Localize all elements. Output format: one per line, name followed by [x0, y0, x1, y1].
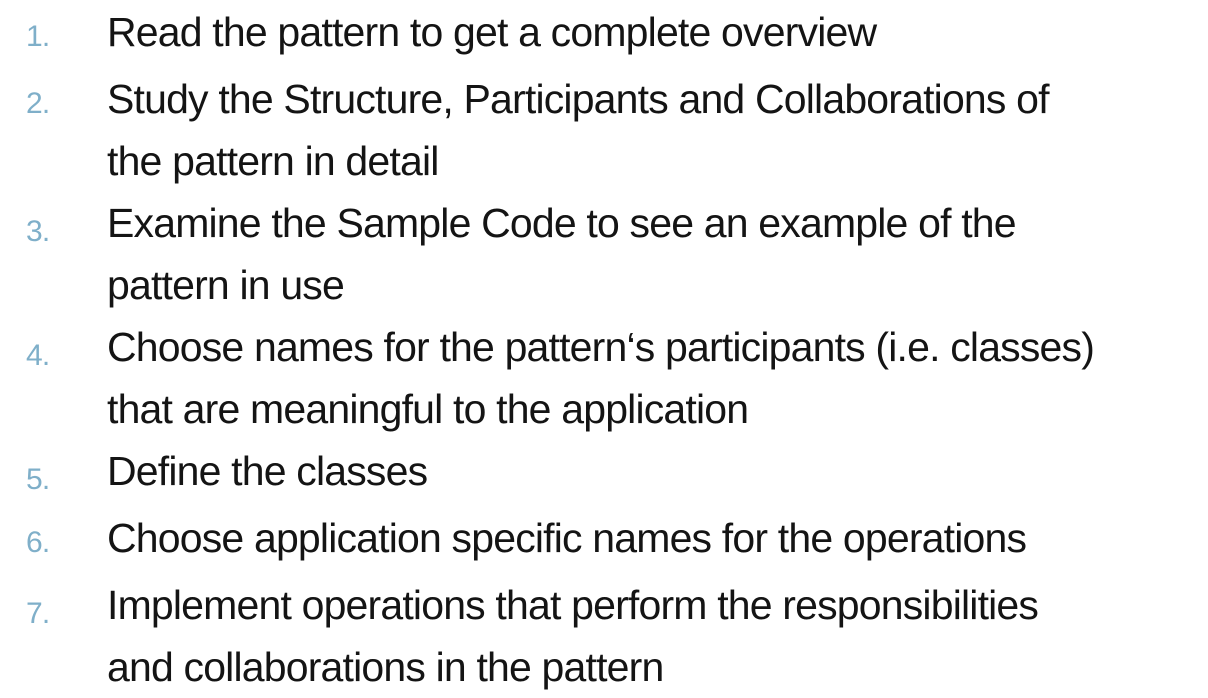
item-text: Define the classes: [107, 448, 428, 494]
item-number: 7.: [26, 597, 50, 630]
list-item: 7. Implement operations that perform the…: [0, 574, 1208, 698]
list-item: 2. Study the Structure, Participants and…: [0, 68, 1208, 192]
item-text: Read the pattern to get a complete overv…: [107, 9, 877, 55]
list-item: 1. Read the pattern to get a complete ov…: [0, 1, 1208, 68]
item-number: 1.: [26, 20, 50, 53]
list-item: 5. Define the classes: [0, 440, 1208, 507]
item-text: Implement operations that perform the re…: [107, 582, 1039, 690]
item-number: 5.: [26, 463, 50, 496]
item-text: Examine the Sample Code to see an exampl…: [107, 200, 1017, 308]
item-number: 6.: [26, 526, 50, 559]
item-number: 3.: [26, 215, 50, 248]
item-number: 2.: [26, 87, 50, 120]
item-text: Study the Structure, Participants and Co…: [107, 76, 1050, 184]
list-item: 4. Choose names for the pattern‘s partic…: [0, 316, 1208, 440]
item-number: 4.: [26, 339, 50, 372]
list-item: 3. Examine the Sample Code to see an exa…: [0, 192, 1208, 316]
item-text: Choose application specific names for th…: [107, 515, 1027, 561]
item-text: Choose names for the pattern‘s participa…: [107, 324, 1095, 432]
list-item: 6. Choose application specific names for…: [0, 507, 1208, 574]
